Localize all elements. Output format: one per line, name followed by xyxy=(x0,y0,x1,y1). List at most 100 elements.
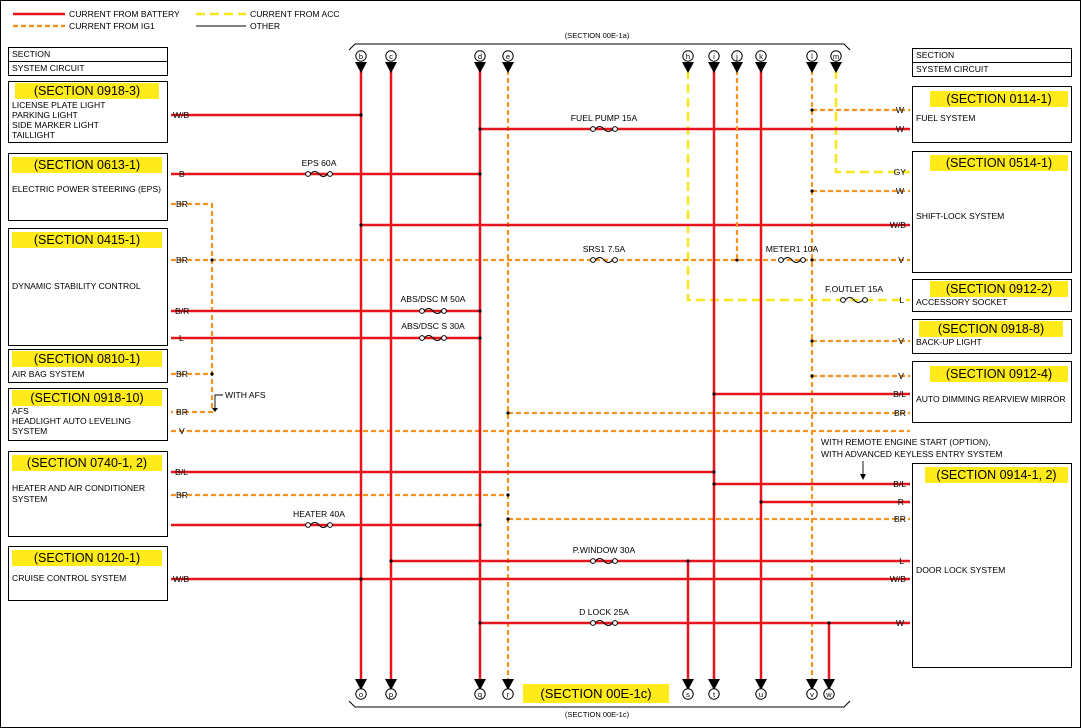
connector-arrow xyxy=(708,62,720,73)
section-0912-2[interactable]: (SECTION 0912-2) xyxy=(930,281,1068,297)
ig1-wires xyxy=(171,70,910,691)
connector-arrow xyxy=(830,62,842,73)
section-0613-1[interactable]: (SECTION 0613-1) xyxy=(12,157,162,173)
license-line-1: LICENSE PLATE LIGHT xyxy=(12,100,106,110)
connector-arrow xyxy=(502,679,514,690)
eps-box: (SECTION 0613-1) ELECTRIC POWER STEERING… xyxy=(8,153,168,221)
section-00e-1c[interactable]: (SECTION 00E-1c) xyxy=(523,684,669,703)
section-0914-1-2[interactable]: (SECTION 0914-1, 2) xyxy=(925,467,1068,483)
accessory-socket-box: (SECTION 0912-2) ACCESSORY SOCKET xyxy=(912,279,1072,312)
junction-dots xyxy=(210,108,831,625)
license-line-3: SIDE MARKER LIGHT xyxy=(12,120,99,130)
fuse-abss-label: ABS/DSC S 30A xyxy=(401,321,465,331)
wire-label: V xyxy=(898,255,904,265)
wire-label: W/B xyxy=(173,574,189,584)
license-line-4: TAILLIGHT xyxy=(12,130,55,140)
connector-letter: r xyxy=(507,690,510,699)
heater-line-1: HEATER AND AIR CONDITIONER xyxy=(12,483,146,493)
connector-l: l xyxy=(806,50,818,73)
connector-u: u xyxy=(755,679,767,700)
connector-arrow xyxy=(755,62,767,73)
section-0740-1-2[interactable]: (SECTION 0740-1, 2) xyxy=(12,455,162,471)
connector-arrow xyxy=(755,679,767,690)
heater-line-2: SYSTEM xyxy=(12,494,48,504)
note-with-afs-text: WITH AFS xyxy=(225,390,266,400)
wire-label: V xyxy=(898,336,904,346)
section-0120-1[interactable]: (SECTION 0120-1) xyxy=(12,550,162,566)
bottom-section-ref: (SECTION 00E-1c) xyxy=(565,710,630,719)
section-0415-1[interactable]: (SECTION 0415-1) xyxy=(12,232,162,248)
wire-label: BR xyxy=(176,407,188,417)
wire-label: B xyxy=(179,169,185,179)
connector-arrow xyxy=(474,679,486,690)
connector-letter: d xyxy=(478,52,482,61)
connector-c: c xyxy=(385,50,397,73)
connector-arrow xyxy=(355,679,367,690)
section-0912-4[interactable]: (SECTION 0912-4) xyxy=(930,366,1068,382)
connector-b: b xyxy=(355,50,367,73)
connector-letter: i xyxy=(713,52,715,61)
section-0514-1[interactable]: (SECTION 0514-1) xyxy=(930,155,1068,171)
dsc-box: (SECTION 0415-1) DYNAMIC STABILITY CONTR… xyxy=(8,228,168,346)
connector-arrow xyxy=(806,679,818,690)
backup-text: BACK-UP LIGHT xyxy=(916,337,982,347)
section-0810-1[interactable]: (SECTION 0810-1) xyxy=(12,351,162,367)
left-header-section: SECTION xyxy=(12,49,51,59)
eps-text: ELECTRIC POWER STEERING (EPS) xyxy=(12,184,161,194)
fuse-meter1-label: METER1 10A xyxy=(766,244,819,254)
right-wire-labels: W W GY W W/B V L V V B/L BR B/L R BR L W… xyxy=(890,105,906,628)
wire-label: GY xyxy=(894,167,907,177)
connector-letter: u xyxy=(759,690,763,699)
connector-letter: w xyxy=(825,690,832,699)
legend-acc: CURRENT FROM ACC xyxy=(250,9,340,19)
connector-letter: s xyxy=(686,690,690,699)
wire-label: BR xyxy=(176,490,188,500)
afs-box: (SECTION 0918-10) AFS HEADLIGHT AUTO LEV… xyxy=(8,388,168,441)
wire-label: B/L xyxy=(175,467,188,477)
connector-arrow xyxy=(682,62,694,73)
fuel-text: FUEL SYSTEM xyxy=(916,113,976,123)
connector-j: j xyxy=(731,50,743,73)
connector-arrow xyxy=(682,679,694,690)
section-0114-1[interactable]: (SECTION 0114-1) xyxy=(930,91,1068,107)
note-remote-start: WITH REMOTE ENGINE START (OPTION), WITH … xyxy=(821,437,1002,480)
mirror-text: AUTO DIMMING REARVIEW MIRROR xyxy=(916,394,1066,404)
license-line-2: PARKING LIGHT xyxy=(12,110,78,120)
cruise-box: (SECTION 0120-1) CRUISE CONTROL SYSTEM xyxy=(8,546,168,601)
legend: CURRENT FROM BATTERY CURRENT FROM IG1 CU… xyxy=(13,9,340,31)
fuse-fuel-pump-label: FUEL PUMP 15A xyxy=(571,113,638,123)
right-header-system: SYSTEM CIRCUIT xyxy=(916,64,989,74)
wire-label: W xyxy=(896,618,905,628)
connector-d: d xyxy=(474,50,486,73)
fuse-absm-label: ABS/DSC M 50A xyxy=(401,294,466,304)
top-section-ref: (SECTION 00E-1a) xyxy=(565,31,630,40)
connector-v: v xyxy=(806,679,818,700)
socket-text: ACCESSORY SOCKET xyxy=(916,297,1008,307)
bottom-bracket: (SECTION 00E-1c) xyxy=(348,700,851,719)
section-0918-10[interactable]: (SECTION 0918-10) xyxy=(12,390,162,406)
wire-label: W/B xyxy=(890,574,906,584)
fuse-dlock-label: D LOCK 25A xyxy=(579,607,629,617)
wire-label: BR xyxy=(176,255,188,265)
connector-letter: l xyxy=(811,52,813,61)
connector-letter: b xyxy=(359,52,363,61)
wire-label: V xyxy=(898,371,904,381)
wire-label: W xyxy=(896,105,905,115)
wire-label: B/L xyxy=(893,479,906,489)
backup-light-box: (SECTION 0918-8) BACK-UP LIGHT xyxy=(912,319,1072,354)
section-0918-8[interactable]: (SECTION 0918-8) xyxy=(919,321,1063,337)
wire-label: W/B xyxy=(890,220,906,230)
connector-arrow xyxy=(823,679,835,690)
connector-s: s xyxy=(682,679,694,700)
fuel-system-box: (SECTION 0114-1) FUEL SYSTEM xyxy=(912,86,1072,143)
section-0918-3[interactable]: (SECTION 0918-3) xyxy=(15,83,159,99)
connector-k: k xyxy=(755,50,767,73)
legend-ig1: CURRENT FROM IG1 xyxy=(69,21,155,31)
connector-arrow xyxy=(708,679,720,690)
afs-line-2: HEADLIGHT AUTO LEVELING xyxy=(12,416,132,426)
license-plate-light-box: (SECTION 0918-3) LICENSE PLATE LIGHT PAR… xyxy=(8,81,168,143)
wire-label: L xyxy=(899,295,904,305)
note-remote-line1: WITH REMOTE ENGINE START (OPTION), xyxy=(821,437,991,447)
door-lock-box: (SECTION 0914-1, 2) DOOR LOCK SYSTEM xyxy=(912,463,1072,668)
